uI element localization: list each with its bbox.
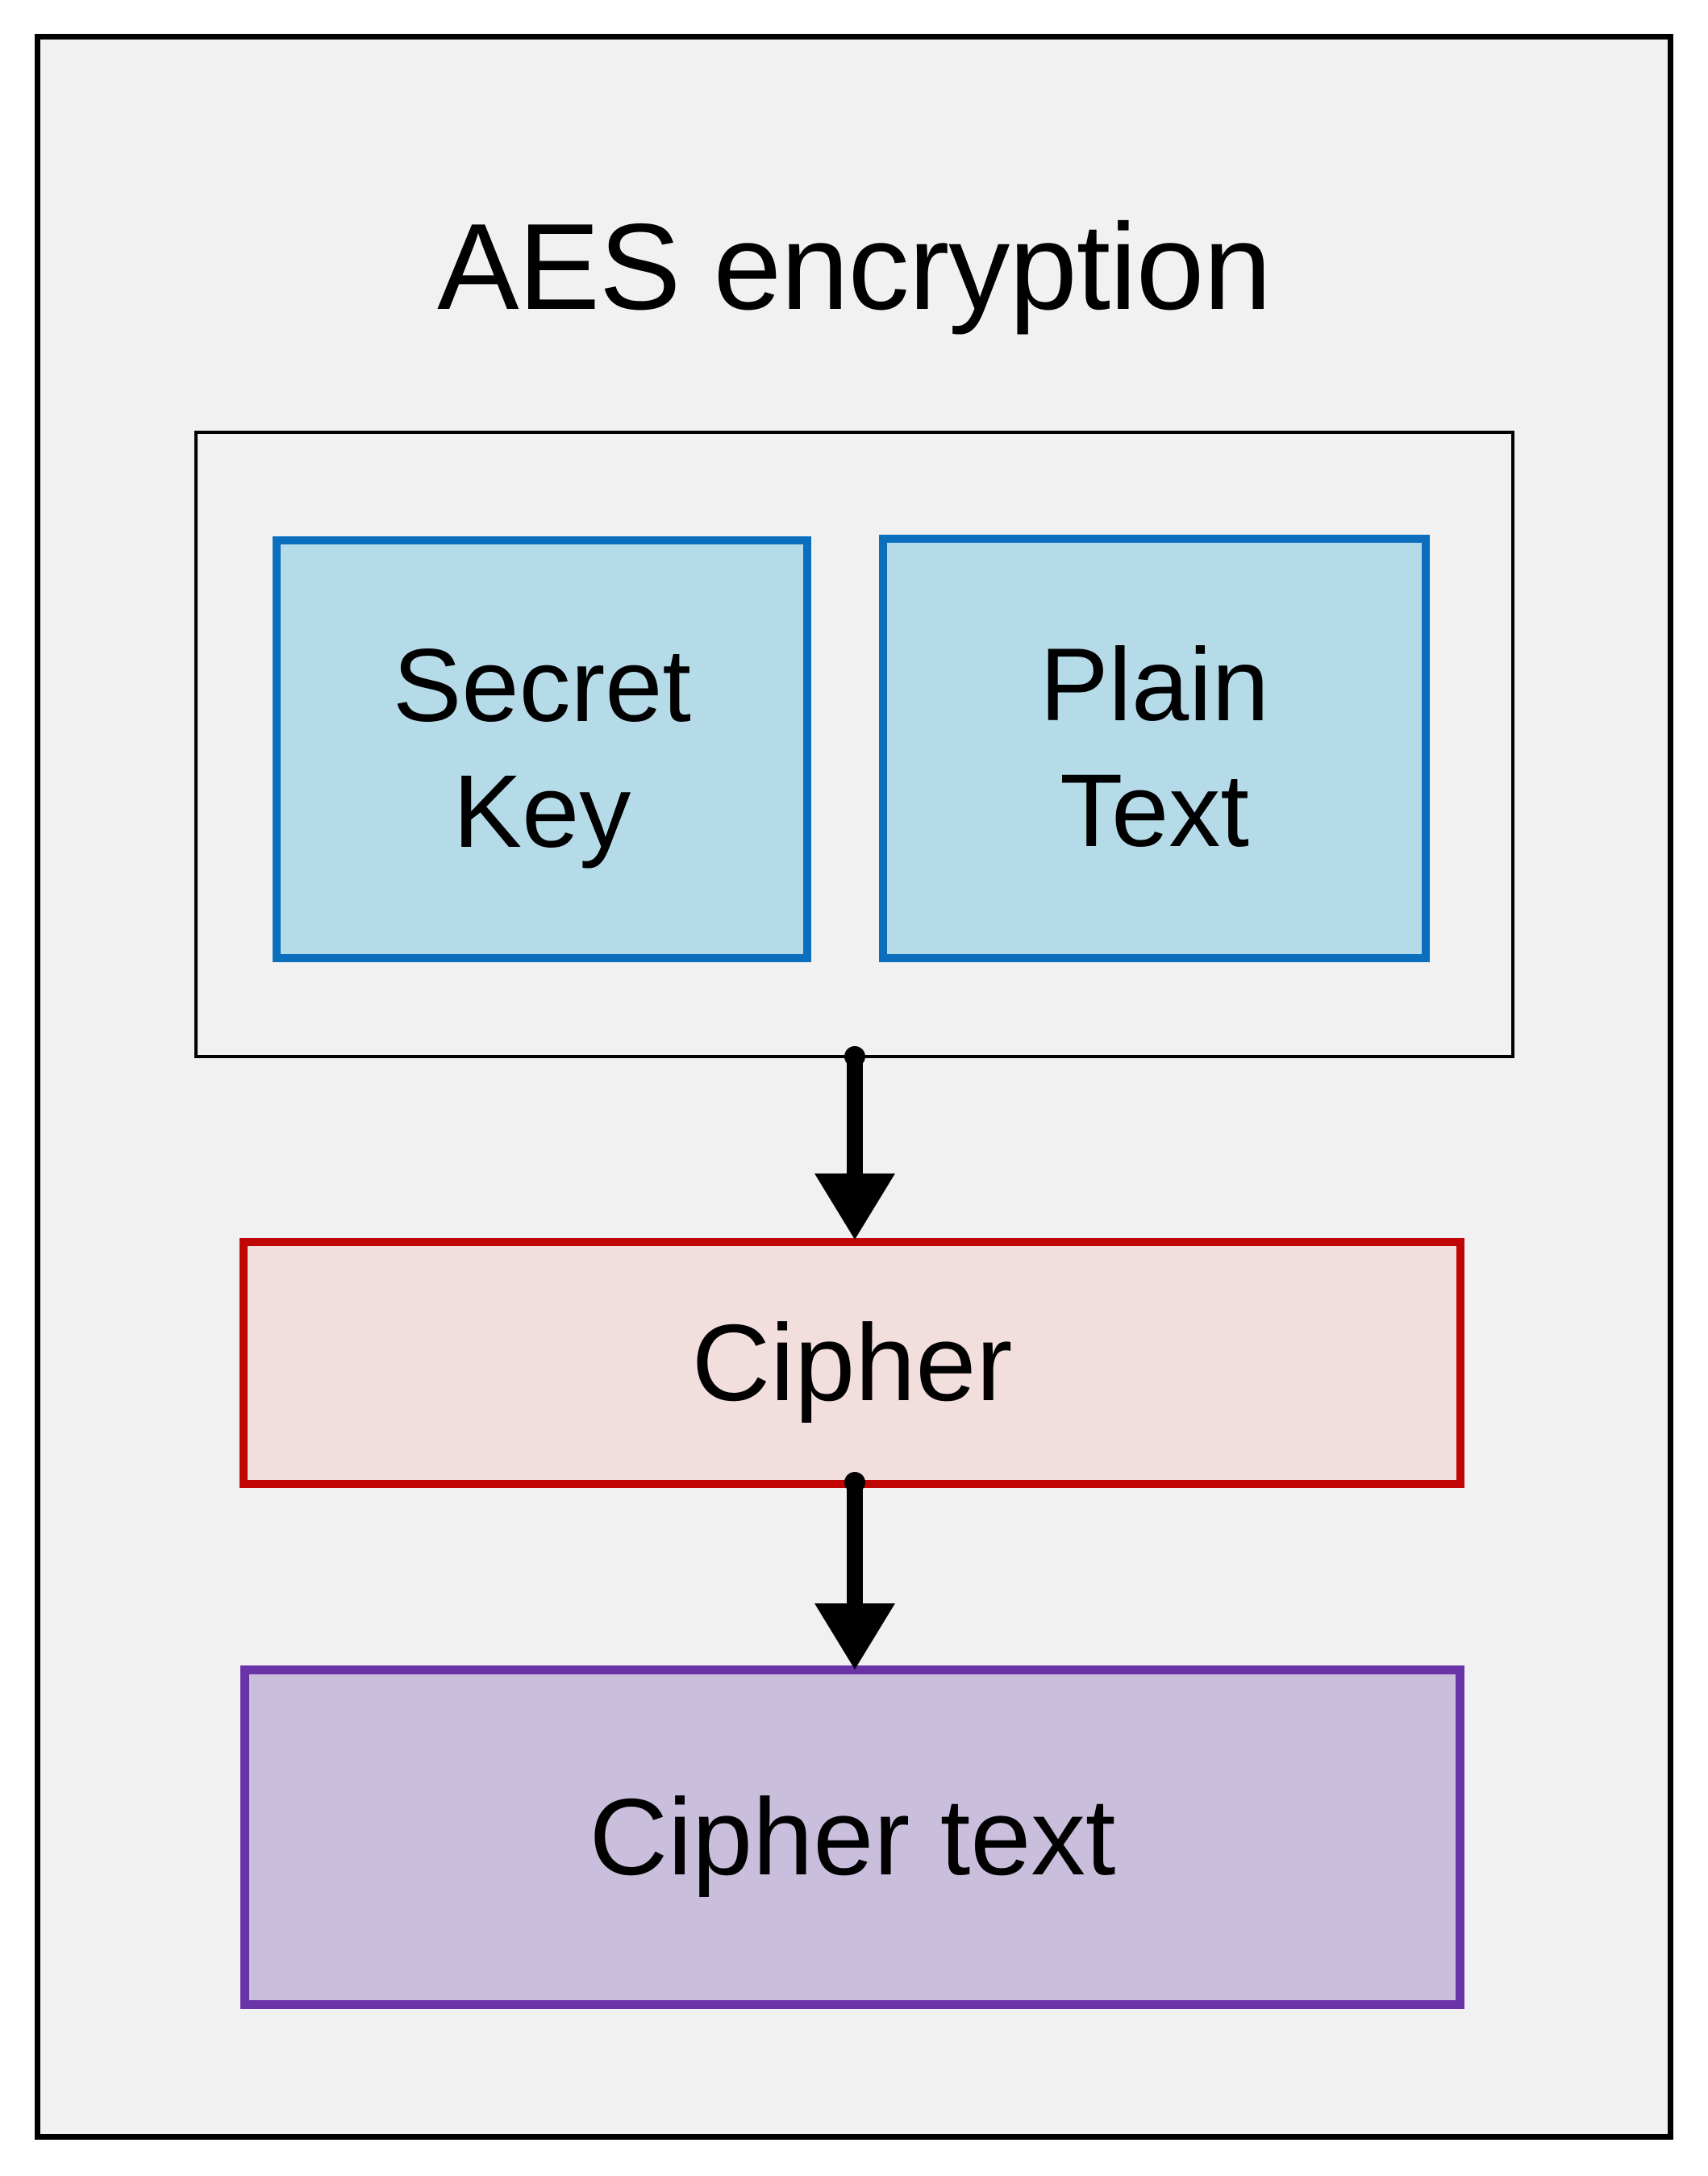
node-secret-key-label: Secret Key (393, 623, 691, 875)
node-plain-text-label: Plain Text (1039, 623, 1269, 874)
diagram-title: AES encryption (437, 198, 1272, 336)
node-secret-key[interactable]: Secret Key (273, 536, 811, 962)
node-secret-key-label-line2: Key (452, 754, 631, 869)
node-plain-text-label-line2: Text (1060, 753, 1249, 869)
node-plain-text-label-line1: Plain (1039, 627, 1269, 743)
node-cipher-text-label: Cipher text (589, 1775, 1116, 1898)
node-cipher[interactable]: Cipher (240, 1238, 1464, 1488)
node-cipher-label: Cipher (691, 1301, 1013, 1424)
node-plain-text[interactable]: Plain Text (879, 535, 1430, 962)
node-secret-key-label-line1: Secret (393, 627, 691, 744)
node-cipher-text[interactable]: Cipher text (240, 1665, 1464, 2009)
